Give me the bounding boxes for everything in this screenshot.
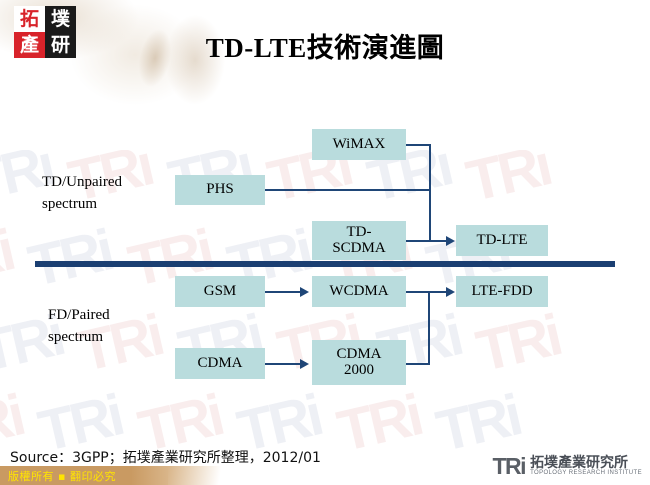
copyright-text: 版權所有 ▪ 翻印必究 bbox=[8, 469, 116, 483]
connector-fd-vertical-trunk bbox=[428, 291, 430, 365]
box-wcdma[interactable]: WCDMA bbox=[312, 276, 406, 307]
group-label-fd-paired: FD/Paired spectrum bbox=[48, 307, 110, 345]
tri-name-english: TOPOLOGY RESEARCH INSTITUTE bbox=[530, 470, 642, 477]
box-td-scdma[interactable]: TD- SCDMA bbox=[312, 221, 406, 260]
footer-bar-fade bbox=[168, 466, 228, 485]
logo-char-4: 研 bbox=[45, 32, 76, 58]
logo-char-3: 產 bbox=[14, 32, 45, 58]
box-gsm[interactable]: GSM bbox=[175, 276, 265, 307]
box-lte-fdd[interactable]: LTE-FDD bbox=[456, 276, 548, 307]
box-phs[interactable]: PHS bbox=[175, 175, 265, 205]
source-note: Source：3GPP；拓墣產業研究所整理，2012/01 bbox=[10, 450, 321, 466]
connector-phs-to-junction bbox=[265, 189, 431, 191]
logo-char-2: 墣 bbox=[45, 6, 76, 32]
connector-tdscdma-to-tdlte bbox=[406, 240, 451, 242]
arrowhead-to-wcdma bbox=[300, 287, 309, 297]
copyright-bar: 版權所有 ▪ 翻印必究 bbox=[0, 466, 168, 485]
connector-cdma-to-cdma2000 bbox=[265, 363, 303, 365]
connector-gsm-to-wcdma bbox=[265, 291, 303, 293]
arrowhead-to-tdlte bbox=[446, 236, 455, 246]
arrowhead-to-ltefdd bbox=[446, 287, 455, 297]
evolution-diagram: TD/Unpaired spectrum FD/Paired spectrum … bbox=[35, 129, 615, 385]
box-wimax[interactable]: WiMAX bbox=[312, 129, 406, 160]
box-cdma-2000[interactable]: CDMA 2000 bbox=[312, 340, 406, 385]
group-label-td-unpaired: TD/Unpaired spectrum bbox=[42, 174, 122, 212]
arrowhead-to-cdma2000 bbox=[300, 359, 309, 369]
connector-cdma2000-stub bbox=[406, 363, 430, 365]
spectrum-divider bbox=[35, 261, 615, 267]
box-cdma[interactable]: CDMA bbox=[175, 348, 265, 379]
page-title: TD-LTE技術演進圖 bbox=[205, 33, 445, 63]
box-td-lte[interactable]: TD-LTE bbox=[456, 225, 548, 256]
connector-wimax-to-junction bbox=[405, 144, 431, 146]
tri-brand-logo: TRi 拓墣產業研究所 TOPOLOGY RESEARCH INSTITUTE bbox=[493, 452, 643, 480]
tri-wordmark: TRi bbox=[492, 452, 527, 479]
tri-name-chinese: 拓墣產業研究所 bbox=[530, 454, 629, 471]
logo-char-1: 拓 bbox=[14, 6, 45, 32]
connector-td-vertical-trunk bbox=[429, 144, 431, 241]
company-logo: 拓 墣 產 研 bbox=[14, 6, 76, 58]
